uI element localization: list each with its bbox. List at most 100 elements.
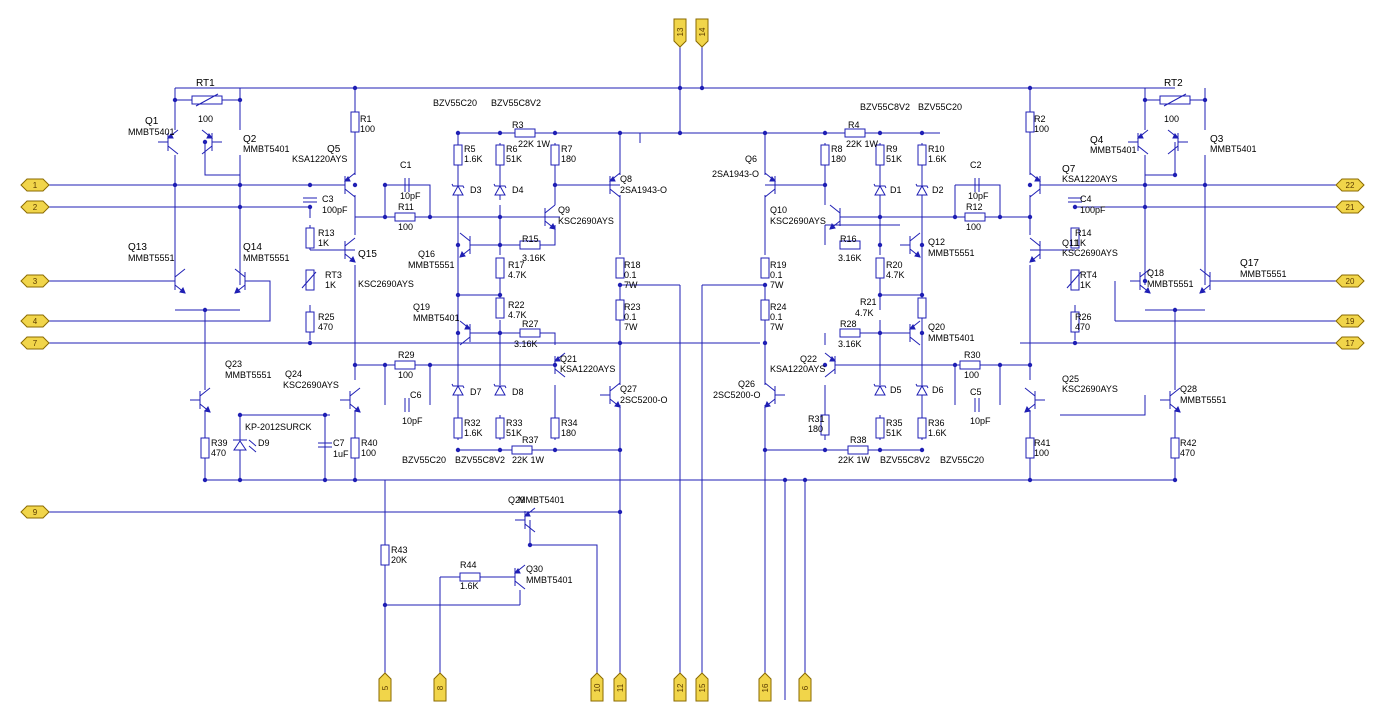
label-r40-val: 100 — [361, 448, 376, 458]
junction — [822, 182, 828, 188]
label-c3: C3 — [322, 194, 334, 204]
junction — [552, 447, 558, 453]
C5-capacitor — [974, 398, 980, 412]
label-r24: R24 — [770, 302, 787, 312]
label-d3: D3 — [470, 185, 482, 195]
label-r38-val: 22K 1W — [838, 455, 871, 465]
junction — [919, 447, 925, 453]
label-q21: Q21 — [560, 354, 577, 364]
label-r42-val: 470 — [1180, 448, 1195, 458]
junction — [997, 362, 1003, 368]
label-r17-val: 4.7K — [508, 270, 527, 280]
R25-resistor — [305, 311, 315, 333]
label-r33-val: 51K — [506, 428, 522, 438]
label-q28-part: MMBT5551 — [1180, 395, 1227, 405]
junction — [352, 182, 358, 188]
label-c2-val: 10pF — [968, 191, 989, 201]
label-q9: Q9 — [558, 205, 570, 215]
junction — [237, 97, 243, 103]
label-q5: Q5 — [327, 144, 341, 155]
R31-resistor — [820, 414, 830, 436]
junction — [455, 242, 461, 248]
label-q3-part: MMBT5401 — [1210, 144, 1257, 154]
junction — [497, 130, 503, 136]
label-r24-val: 0.1 — [770, 312, 783, 322]
junction — [552, 130, 558, 136]
label-rt4: RT4 — [1080, 270, 1097, 280]
junction — [352, 362, 358, 368]
label-r30: R30 — [964, 350, 981, 360]
Q16-transistor — [459, 232, 480, 258]
C7-capacitor — [318, 442, 332, 448]
junction — [919, 330, 925, 336]
D6-zener-diode — [915, 383, 929, 396]
R14-resistor — [1070, 227, 1080, 249]
label-c7-val: 1uF — [333, 449, 349, 459]
label-q12-part: MMBT5551 — [928, 248, 975, 258]
junction — [455, 447, 461, 453]
port-22: 22 — [1335, 178, 1365, 192]
label-q14: Q14 — [243, 242, 262, 253]
port-label: 21 — [1346, 203, 1355, 212]
R41-resistor — [1025, 437, 1035, 459]
junction — [527, 542, 533, 548]
D3-zener-diode — [451, 183, 465, 196]
label-z-bot-l1: BZV55C20 — [402, 455, 446, 465]
label-q25: Q25 — [1062, 374, 1079, 384]
junction — [172, 182, 178, 188]
junction — [1172, 172, 1178, 178]
label-r41: R41 — [1034, 438, 1051, 448]
label-q18: Q18 — [1147, 268, 1164, 278]
label-r10: R10 — [928, 144, 945, 154]
label-q2-part: MMBT5401 — [243, 144, 290, 154]
junction — [919, 242, 925, 248]
junction — [952, 214, 958, 220]
junction — [307, 204, 313, 210]
Q29-transistor — [515, 507, 536, 533]
junction — [919, 292, 925, 298]
R5-resistor — [453, 144, 463, 166]
Q23-transistor — [190, 387, 211, 413]
junction — [762, 340, 768, 346]
label-r13: R13 — [318, 228, 335, 238]
Q30-transistor — [505, 564, 526, 590]
label-d6: D6 — [932, 385, 944, 395]
label-r21-val: 4.7K — [855, 308, 874, 318]
C6-capacitor — [404, 398, 410, 412]
label-q22-part: KSA1220AYS — [770, 364, 825, 374]
label-q6-part: 2SA1943-O — [712, 169, 759, 179]
port-11: 11 — [613, 672, 627, 702]
R34-resistor — [550, 417, 560, 439]
label-r8: R8 — [831, 144, 843, 154]
junction — [497, 242, 503, 248]
junction — [617, 509, 623, 515]
R27-resistor — [519, 328, 541, 338]
R7-resistor — [550, 144, 560, 166]
Q7-transistor — [1029, 172, 1050, 198]
Q26-transistor — [764, 382, 785, 408]
label-r25: R25 — [318, 312, 335, 322]
label-c6: C6 — [410, 390, 422, 400]
label-q5-part: KSA1220AYS — [292, 154, 347, 164]
label-q25-part: KSC2690AYS — [1062, 384, 1118, 394]
label-r15-val: 3.16K — [522, 253, 546, 263]
D4-zener-diode — [493, 183, 507, 196]
junction — [1172, 477, 1178, 483]
junction — [1027, 214, 1033, 220]
Q19-transistor — [459, 320, 480, 346]
R1-resistor — [350, 111, 360, 133]
junction — [1072, 340, 1078, 346]
label-z-top-r2: BZV55C20 — [918, 102, 962, 112]
port-8: 8 — [433, 672, 447, 702]
label-d5: D5 — [890, 385, 902, 395]
label-r6: R6 — [506, 144, 518, 154]
D9-led — [233, 439, 257, 453]
label-r15: R15 — [522, 234, 539, 244]
junction — [1172, 307, 1178, 313]
label-z-top-r1: BZV55C8V2 — [860, 102, 910, 112]
label-q22: Q22 — [800, 354, 817, 364]
R35-resistor — [875, 417, 885, 439]
label-q8-part: 2SA1943-O — [620, 185, 667, 195]
junction — [497, 447, 503, 453]
